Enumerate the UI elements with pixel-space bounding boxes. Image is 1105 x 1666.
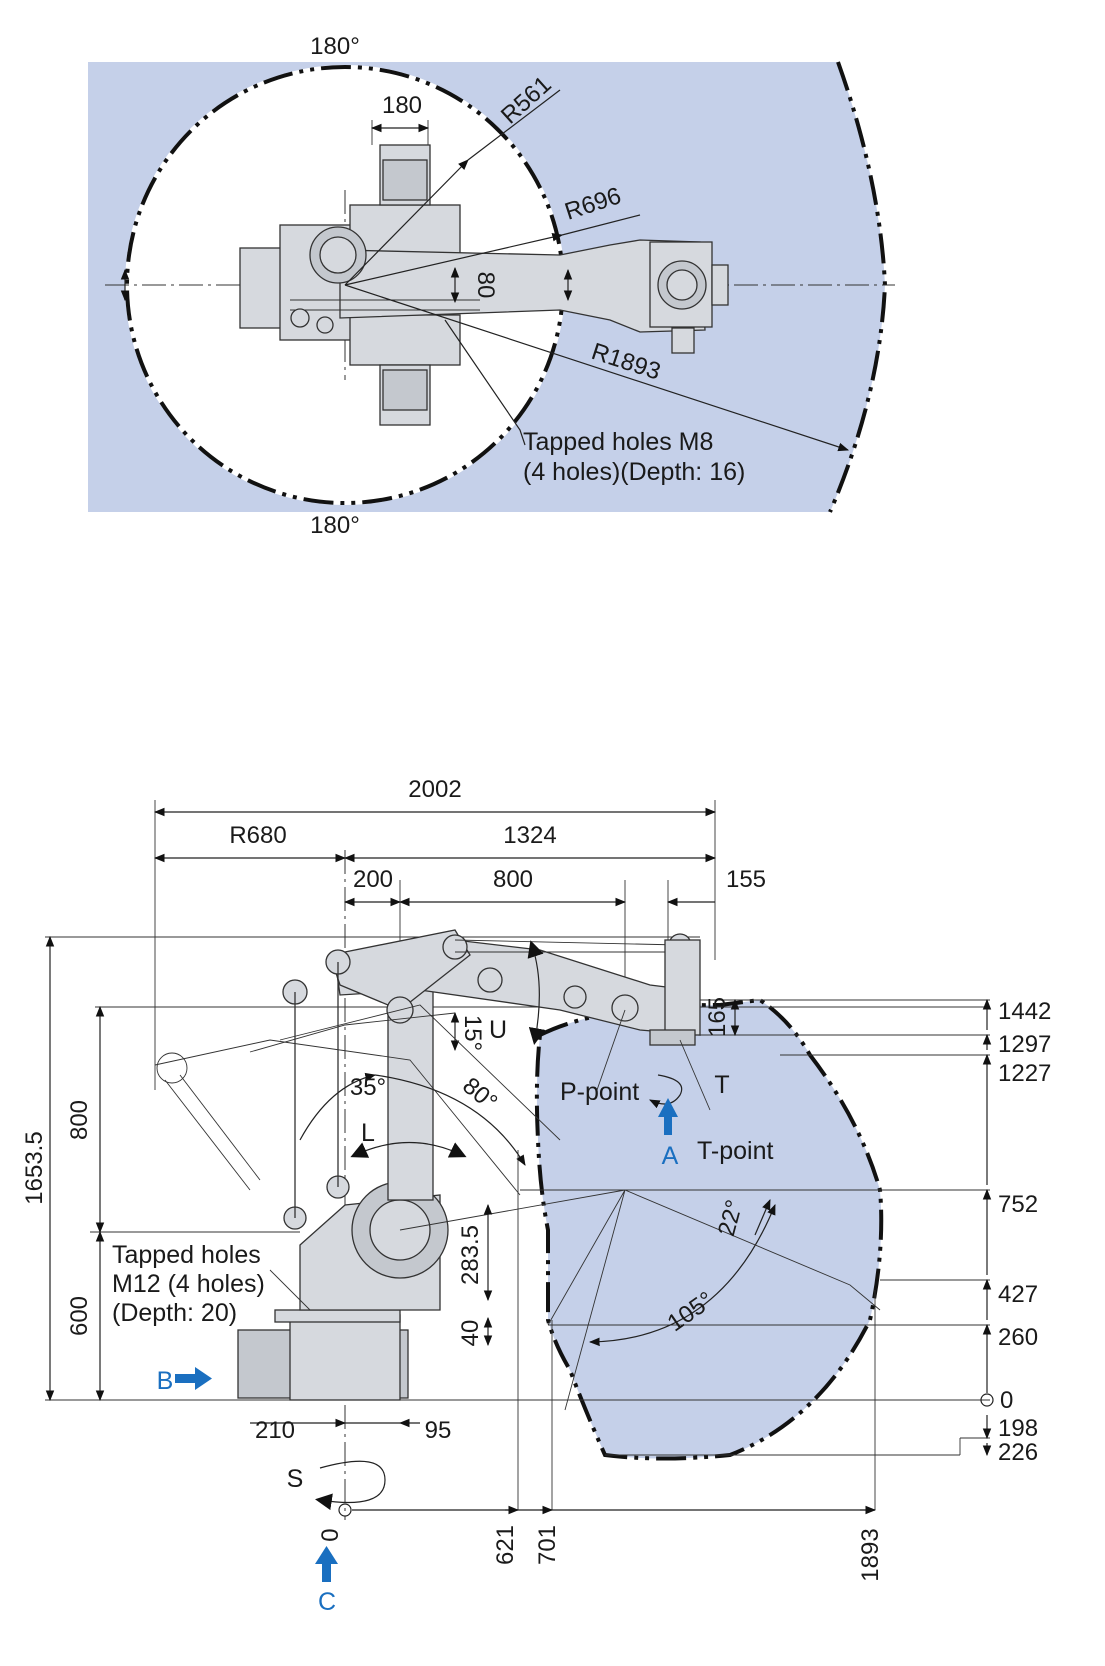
top-angle-label-bottom: 180° (310, 512, 360, 539)
l-axis-arrow (350, 1142, 467, 1158)
view-arrow-a (658, 1098, 678, 1135)
view-b-label: B (157, 1367, 174, 1395)
top-dim-180-label: 180 (382, 92, 422, 119)
level-427-label: 427 (998, 1281, 1038, 1308)
p-point-leader (596, 1009, 626, 1091)
level-198-label: 198 (998, 1415, 1038, 1442)
bottom-210-label: 210 (255, 1417, 295, 1444)
side-view-envelope (536, 1000, 882, 1459)
view-arrow-b (175, 1367, 212, 1390)
t-axis-label: T (714, 1071, 729, 1099)
origin-marker-right (980, 1393, 994, 1407)
top-note-leader (444, 319, 526, 446)
dim-r680-label: R680 (229, 822, 286, 849)
dim-800-label: 800 (493, 866, 533, 893)
level-1297-label: 1297 (998, 1031, 1051, 1058)
top-angle-label-top: 180° (310, 33, 360, 60)
top-view: 180° 180° 180 R561 R696 R1893 80 Tapped … (88, 33, 895, 539)
p-point-label: P-point (560, 1078, 639, 1106)
m12-note-line2: M12 (4 holes) (112, 1270, 265, 1298)
s-axis-label: S (287, 1465, 304, 1493)
level-1442-label: 1442 (998, 998, 1051, 1025)
side-view: 2002 R680 1324 200 800 155 1653.5 800 60… (21, 776, 1051, 1616)
r696-leader (344, 232, 564, 286)
bottom-701-label: 701 (534, 1525, 561, 1565)
dim-2002-label: 2002 (408, 776, 461, 803)
side-envelope-boundary (534, 997, 884, 1461)
view-arrow-c (315, 1546, 338, 1582)
origin-marker-bottom (338, 1503, 352, 1517)
level-1227-label: 1227 (998, 1060, 1051, 1087)
bottom-95-label: 95 (425, 1417, 452, 1444)
dim-155-label: 155 (726, 866, 766, 893)
dim-1324-label: 1324 (503, 822, 556, 849)
u-axis-arrow (527, 940, 546, 1045)
angle-80-arc (374, 1074, 526, 1166)
top-note-line1: Tapped holes M8 (523, 428, 713, 456)
robot-top-body (239, 144, 729, 426)
bottom-621-label: 621 (492, 1525, 519, 1565)
bottom-1893-label: 1893 (857, 1528, 884, 1581)
dim-165-label: 165 (704, 997, 731, 1037)
m12-note-line3: (Depth: 20) (112, 1299, 237, 1327)
level-0-label: 0 (1000, 1387, 1013, 1414)
t-point-leader (679, 1039, 711, 1111)
angle-105-arc (588, 1203, 776, 1347)
angle-15-label: 15° (459, 1015, 486, 1051)
angle-35-label: 35° (350, 1074, 386, 1101)
dim-283-label: 283.5 (457, 1225, 484, 1285)
top-dim-80-label: 80 (472, 272, 499, 299)
r1893-leader (344, 284, 850, 452)
t-point-label: T-point (697, 1137, 773, 1165)
r561-leader (344, 159, 469, 286)
angle-35-arc (299, 1072, 377, 1141)
angle-80-label: 80° (457, 1072, 502, 1116)
bottom-0-label: 0 (317, 1528, 344, 1541)
view-c-label: C (318, 1588, 336, 1616)
view-a-label: A (662, 1142, 679, 1170)
dim-40-label: 40 (457, 1320, 484, 1347)
t-axis-arrow (649, 1074, 683, 1109)
u-axis-label: U (489, 1016, 507, 1044)
angle-22-arc (754, 1199, 771, 1236)
dim-1653-label: 1653.5 (21, 1131, 48, 1204)
robot-side-body (156, 929, 701, 1401)
r696-leader-ext (561, 214, 641, 236)
l-axis-label: L (361, 1119, 375, 1147)
level-752-label: 752 (998, 1191, 1038, 1218)
m12-note-line1: Tapped holes (112, 1241, 261, 1269)
m12-note-leader (269, 1269, 311, 1311)
top-note-line2: (4 holes)(Depth: 16) (523, 458, 745, 486)
dim-800-v-label: 800 (66, 1100, 93, 1140)
dim-600-label: 600 (66, 1296, 93, 1336)
r561-leader-ext (467, 89, 561, 161)
dim-200-label: 200 (353, 866, 393, 893)
level-226-label: 226 (998, 1439, 1038, 1466)
level-260-label: 260 (998, 1324, 1038, 1351)
s-axis-arrow (315, 1460, 386, 1511)
